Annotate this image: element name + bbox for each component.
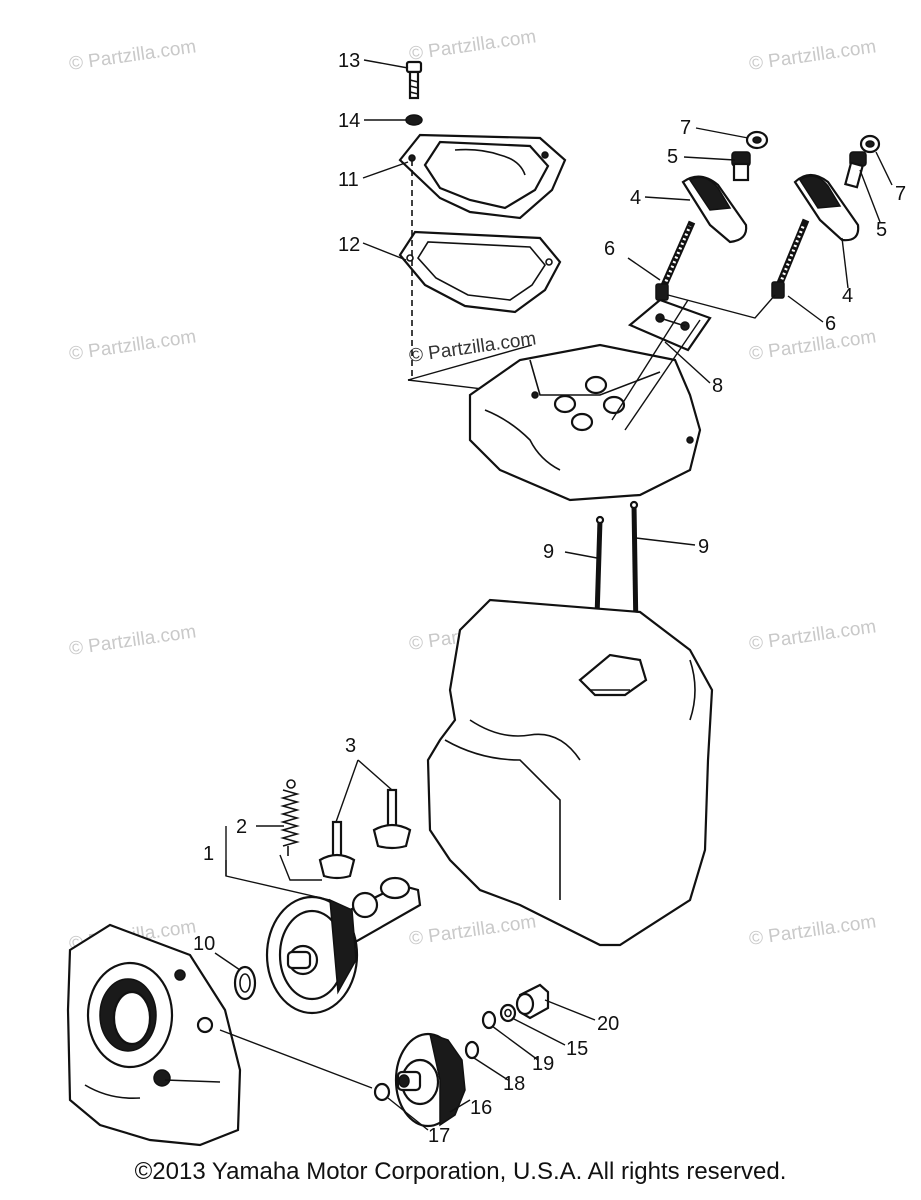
engine-block: [426, 598, 714, 947]
part-3-valve-left: [318, 820, 356, 880]
watermark: © Partzilla.com: [408, 26, 538, 65]
part-12-gasket: [398, 230, 562, 314]
callout-17: 17: [428, 1125, 450, 1147]
callout-12: 12: [338, 234, 360, 256]
part-20-collar: [515, 983, 550, 1020]
callout-14: 14: [338, 110, 360, 132]
cylinder-head: [468, 343, 702, 502]
part-13-bolt: [405, 60, 423, 100]
callout-4-right: 4: [842, 285, 853, 307]
part-5-adjuster-right: [844, 151, 867, 189]
copyright-notice: ©2013 Yamaha Motor Corporation, U.S.A. A…: [134, 1158, 787, 1185]
crankcase-cover: [66, 923, 242, 1147]
part-17-washer: [373, 1082, 391, 1102]
callout-20: 20: [597, 1013, 619, 1035]
callout-8: 8: [712, 375, 723, 397]
watermark: © Partzilla.com: [748, 616, 878, 655]
part-3-valve-right: [372, 788, 412, 850]
callout-9-right: 9: [698, 536, 709, 558]
callout-7-left: 7: [680, 117, 691, 139]
watermark: © Partzilla.com: [68, 326, 198, 365]
watermark: © Partzilla.com: [68, 36, 198, 75]
leader-lines: [214, 59, 893, 1131]
watermark: © Partzilla.com: [748, 911, 878, 950]
callout-1: 1: [203, 843, 214, 865]
callout-4-left: 4: [630, 187, 641, 209]
part-1-camshaft: [265, 876, 422, 1015]
callout-2: 2: [236, 816, 247, 838]
callout-16: 16: [470, 1097, 492, 1119]
part-10-washer: [233, 965, 257, 1001]
watermark: © Partzilla.com: [748, 36, 878, 75]
watermark: © Partzilla.com: [748, 326, 878, 365]
watermark: © Partzilla.com: [408, 911, 538, 950]
part-2-spring: [280, 779, 300, 856]
callout-15: 15: [566, 1038, 588, 1060]
part-11-rocker-cover: [398, 133, 567, 220]
part-16-gear: [394, 1032, 466, 1128]
part-4-rocker-arm-right: [793, 173, 860, 242]
part-7-nut-right: [859, 134, 881, 154]
part-14-washer: [405, 114, 423, 126]
part-8-bracket: [627, 298, 712, 352]
part-4-rocker-arm-left: [681, 175, 748, 244]
callout-19: 19: [532, 1053, 554, 1075]
part-18-washer: [464, 1040, 480, 1060]
callout-9-left: 9: [543, 541, 554, 563]
watermark: © Partzilla.com: [68, 621, 198, 660]
part-6-stud-left: [655, 220, 696, 301]
part-5-adjuster-left: [731, 151, 751, 182]
callout-6-left: 6: [604, 238, 615, 260]
part-7-nut-left: [745, 130, 769, 150]
callout-6-right: 6: [825, 313, 836, 335]
part-6-stud-right: [771, 218, 810, 299]
part-19-washer: [481, 1010, 497, 1030]
callout-18: 18: [503, 1073, 525, 1095]
callout-5-right: 5: [876, 219, 887, 241]
callout-10: 10: [193, 933, 215, 955]
callout-11: 11: [338, 169, 359, 191]
callout-3: 3: [345, 735, 356, 757]
callout-7-right: 7: [895, 183, 906, 205]
callout-numbers: 13 14 11 12 7 5 4 6 7 5 4 6 8 9 9 3 2 1 …: [193, 50, 906, 1147]
callout-5-left: 5: [667, 146, 678, 168]
part-15-washer: [499, 1003, 517, 1023]
callout-13: 13: [338, 50, 360, 72]
